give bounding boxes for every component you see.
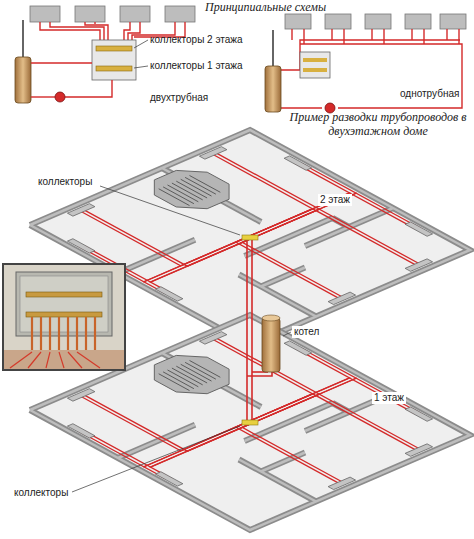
one-pipe-scheme — [265, 14, 466, 113]
label: двухтрубная — [150, 92, 208, 104]
manifold-photo — [3, 264, 125, 370]
label: коллекторы — [38, 176, 92, 188]
label: котел — [292, 326, 321, 338]
label: коллекторы 2 этажа — [150, 34, 243, 46]
label: 1 этаж — [372, 392, 406, 404]
label: коллекторы 1 этажа — [150, 60, 243, 72]
scheme-title: Принципиальные схемы — [205, 1, 326, 15]
boiler — [262, 315, 291, 372]
label: однотрубная — [400, 88, 459, 100]
label: Пример разводки трубопроводов в двухэтаж… — [288, 111, 468, 139]
label: коллекторы — [14, 487, 68, 499]
two-pipe-scheme — [15, 6, 195, 103]
label: 2 этаж — [318, 194, 352, 206]
floor-plan-1 — [30, 315, 470, 530]
